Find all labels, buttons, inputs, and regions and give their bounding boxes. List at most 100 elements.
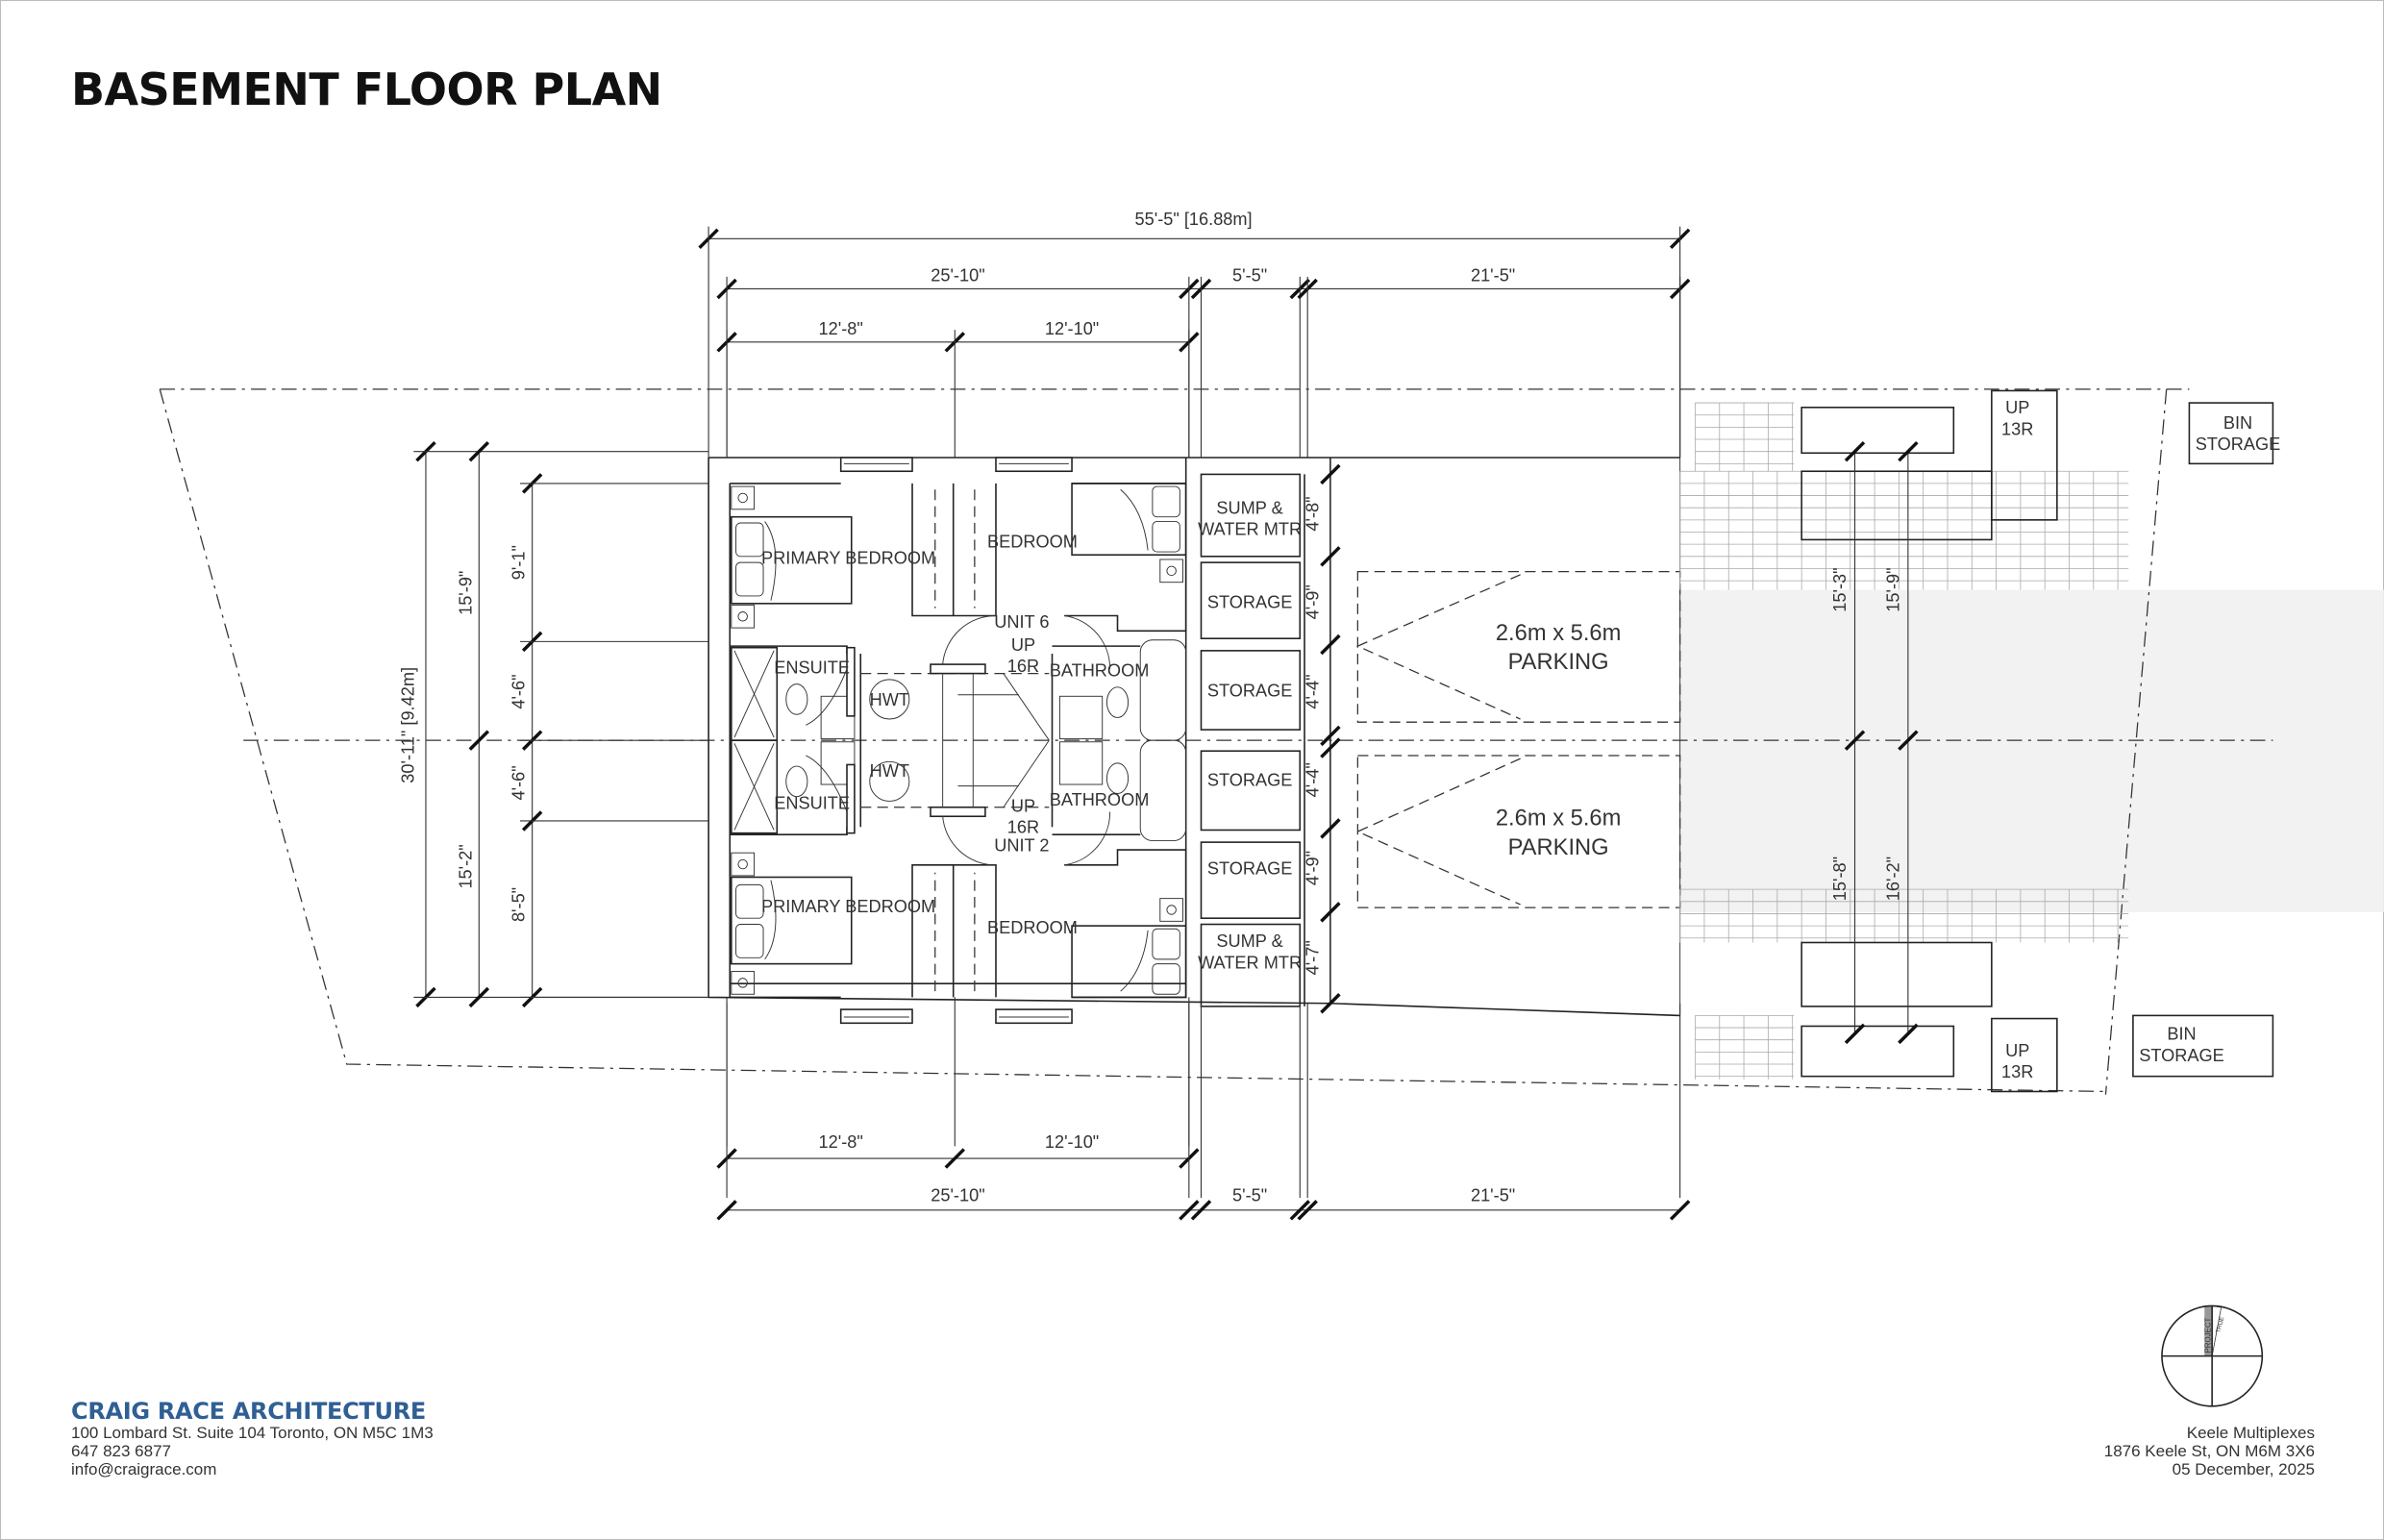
- svg-text:25'-10": 25'-10": [931, 1185, 984, 1205]
- dimension-labels: 55'-5" [16.88m] 25'-10" 5'-5" 21'-5" 12'…: [398, 210, 1902, 1205]
- dimension-tick: [1320, 818, 1341, 839]
- svg-text:STORAGE: STORAGE: [1207, 771, 1293, 790]
- dimension-tick: [1320, 725, 1341, 747]
- svg-text:15'-8": 15'-8": [1830, 857, 1850, 901]
- hwt-label: HWT: [870, 690, 909, 709]
- svg-text:21'-5": 21'-5": [1471, 266, 1515, 286]
- dimension-tick: [1898, 730, 1919, 751]
- room-ensuite: ENSUITE: [774, 793, 850, 812]
- dimension-tick: [1320, 463, 1341, 485]
- dimension-lines: [413, 226, 1919, 1221]
- dimension-tick: [1844, 730, 1866, 751]
- dimension-tick: [1320, 546, 1341, 567]
- dimension-tick: [1289, 1200, 1311, 1221]
- svg-text:15'-9": 15'-9": [456, 571, 475, 615]
- svg-text:4'-8": 4'-8": [1303, 496, 1322, 531]
- dimension-tick: [1844, 1023, 1866, 1045]
- room-bedroom: BEDROOM: [987, 918, 1078, 937]
- storage-labels: SUMP & WATER MTR STORAGE STORAGE STORAGE…: [1198, 499, 1302, 973]
- svg-text:4'-4": 4'-4": [1303, 674, 1322, 708]
- svg-text:2.6m x 5.6m: 2.6m x 5.6m: [1496, 807, 1622, 832]
- project-info: Keele Multiplexes 1876 Keele St, ON M6M …: [2104, 1424, 2315, 1478]
- svg-text:STORAGE: STORAGE: [1207, 858, 1293, 878]
- unit-label: UNIT 6: [994, 612, 1049, 632]
- svg-text:UP: UP: [1011, 635, 1035, 655]
- svg-text:STORAGE: STORAGE: [2139, 1046, 2224, 1065]
- unit-2-labels: PRIMARY BEDROOM BEDROOM ENSUITE BATHROOM…: [761, 761, 1149, 937]
- svg-text:UP: UP: [1011, 796, 1035, 815]
- room-bathroom: BATHROOM: [1050, 661, 1150, 681]
- dimension-tick: [944, 1148, 966, 1169]
- exterior-stairs-bottom: UP 13R BIN STORAGE: [1800, 941, 2274, 1093]
- dimension-tick: [1320, 633, 1341, 656]
- svg-text:4'-9": 4'-9": [1303, 851, 1322, 885]
- north-arrow: PROJECT TRUE: [2161, 1304, 2264, 1407]
- page-title: BASEMENT FLOOR PLAN: [71, 63, 662, 115]
- svg-text:30'-11" [9.42m]: 30'-11" [9.42m]: [398, 667, 417, 783]
- svg-text:BIN: BIN: [2223, 413, 2252, 433]
- dimension-tick: [1669, 1200, 1691, 1221]
- svg-text:5'-5": 5'-5": [1232, 266, 1267, 286]
- project-address: 1876 Keele St, ON M6M 3X6: [2103, 1442, 2315, 1460]
- svg-text:55'-5" [16.88m]: 55'-5" [16.88m]: [1135, 210, 1253, 229]
- svg-text:13R: 13R: [2001, 1062, 2033, 1081]
- svg-text:SUMP &: SUMP &: [1216, 931, 1282, 951]
- firm-phone: 647 823 6877: [71, 1442, 171, 1460]
- room-primary-bedroom: PRIMARY BEDROOM: [761, 897, 935, 916]
- exterior-stairs-top: UP 13R BIN STORAGE: [1800, 389, 2281, 541]
- svg-text:13R: 13R: [2001, 419, 2033, 438]
- svg-text:25'-10": 25'-10": [931, 266, 984, 286]
- svg-text:UP: UP: [2005, 1041, 2029, 1060]
- svg-text:12'-10": 12'-10": [1045, 319, 1099, 338]
- svg-text:WATER MTR: WATER MTR: [1198, 520, 1302, 539]
- dimension-tick: [468, 986, 490, 1008]
- svg-text:PARKING: PARKING: [1508, 650, 1609, 675]
- room-ensuite: ENSUITE: [774, 658, 850, 678]
- room-bathroom: BATHROOM: [1050, 790, 1150, 809]
- svg-text:UP: UP: [2005, 398, 2029, 417]
- svg-text:21'-5": 21'-5": [1471, 1185, 1515, 1205]
- svg-text:4'-4": 4'-4": [1303, 762, 1322, 797]
- firm-title-block: CRAIG RACE ARCHITECTURE 100 Lombard St. …: [71, 1399, 434, 1478]
- dimension-tick: [1320, 993, 1341, 1014]
- unit-6-labels: PRIMARY BEDROOM BEDROOM ENSUITE BATHROOM…: [761, 532, 1149, 708]
- firm-name: CRAIG RACE ARCHITECTURE: [71, 1398, 426, 1425]
- parking-space-2: 2.6m x 5.6m PARKING: [1355, 755, 1681, 908]
- svg-text:TRUE: TRUE: [2215, 1316, 2225, 1333]
- svg-text:8'-5": 8'-5": [509, 887, 529, 922]
- firm-email: info@craigrace.com: [71, 1460, 217, 1478]
- svg-text:WATER MTR: WATER MTR: [1198, 953, 1302, 972]
- svg-text:4'-9": 4'-9": [1303, 584, 1322, 619]
- svg-text:12'-8": 12'-8": [819, 1132, 863, 1152]
- room-primary-bedroom: PRIMARY BEDROOM: [761, 549, 935, 568]
- svg-text:15'-2": 15'-2": [456, 844, 475, 888]
- svg-text:16'-2": 16'-2": [1883, 857, 1902, 901]
- svg-text:STORAGE: STORAGE: [2196, 435, 2281, 454]
- svg-text:BIN: BIN: [2167, 1025, 2196, 1044]
- firm-address: 100 Lombard St. Suite 104 Toronto, ON M5…: [71, 1424, 434, 1442]
- dimension-tick: [1190, 1200, 1212, 1221]
- svg-text:2.6m x 5.6m: 2.6m x 5.6m: [1496, 621, 1622, 646]
- project-name: Keele Multiplexes: [2186, 1424, 2315, 1442]
- dimension-tick: [1320, 737, 1341, 758]
- svg-text:15'-3": 15'-3": [1830, 567, 1850, 611]
- unit-label: UNIT 2: [994, 836, 1049, 856]
- svg-text:9'-1": 9'-1": [509, 545, 529, 580]
- project-date: 05 December, 2025: [2172, 1460, 2315, 1478]
- dimension-tick: [1179, 1200, 1200, 1221]
- svg-text:12'-8": 12'-8": [819, 319, 863, 338]
- svg-text:PROJECT: PROJECT: [2204, 1317, 2213, 1353]
- svg-text:4'-6": 4'-6": [509, 674, 529, 708]
- svg-text:16R: 16R: [1007, 818, 1039, 837]
- parking-space-1: 2.6m x 5.6m PARKING: [1355, 570, 1681, 723]
- svg-text:4'-7": 4'-7": [1303, 940, 1322, 975]
- svg-text:5'-5": 5'-5": [1232, 1185, 1267, 1205]
- svg-text:12'-10": 12'-10": [1045, 1132, 1099, 1152]
- dimension-tick: [1844, 440, 1866, 462]
- hwt-label: HWT: [870, 761, 909, 781]
- svg-text:STORAGE: STORAGE: [1207, 681, 1293, 700]
- svg-text:SUMP &: SUMP &: [1216, 499, 1282, 518]
- driveway-area: [1679, 589, 2384, 912]
- dimension-tick: [1297, 1200, 1318, 1221]
